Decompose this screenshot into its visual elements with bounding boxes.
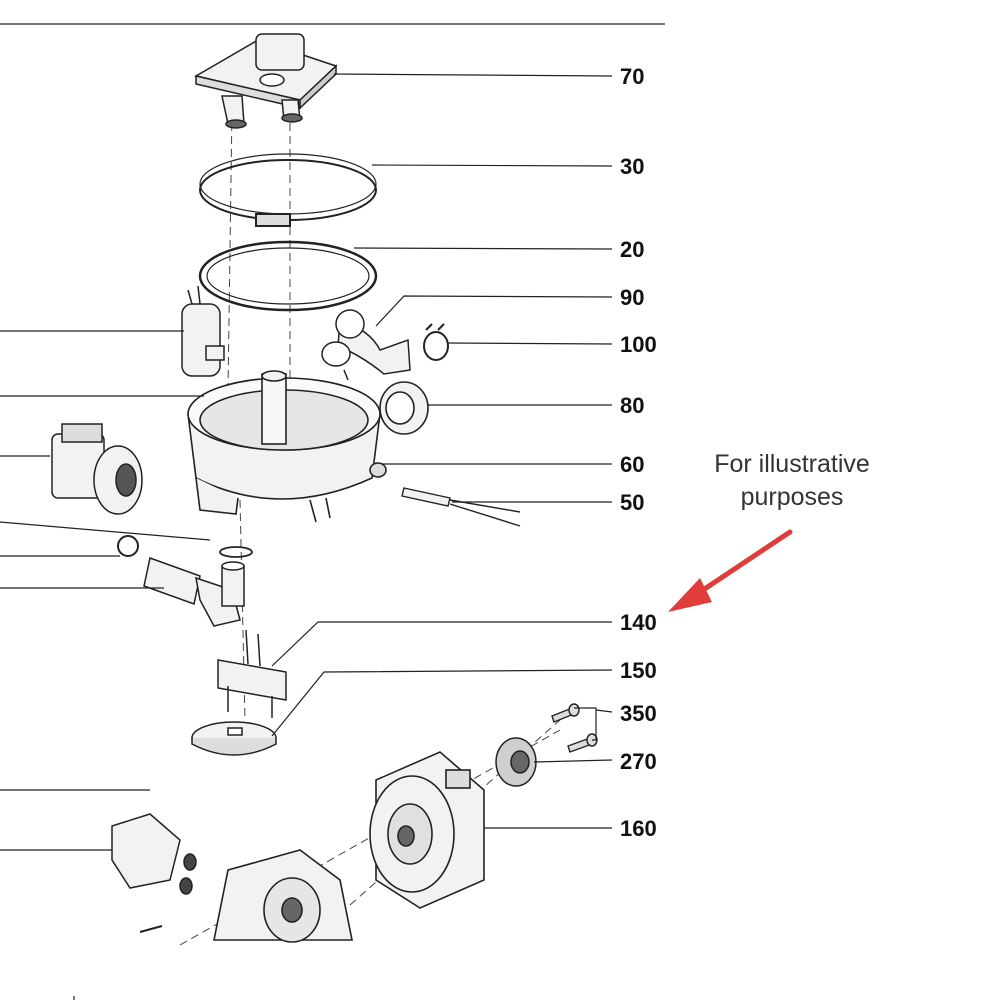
left-leader-lines: [0, 330, 211, 1000]
part-20-seal-ring: [198, 240, 378, 312]
assembly-axis-lines: [179, 109, 561, 946]
left-fan-motor: [51, 423, 143, 515]
callout-20: 20: [620, 237, 644, 262]
callout-90: 90: [620, 285, 644, 310]
left-hose-elbow: [117, 535, 253, 627]
part-50-sensor: [401, 487, 521, 527]
callout-140: 140: [620, 610, 657, 635]
callout-70: 70: [620, 64, 644, 89]
sump-housing: [187, 370, 381, 523]
part-100-clamp: [423, 323, 449, 361]
part-60-grommet: [369, 462, 387, 478]
part-80-seal: [379, 381, 429, 435]
pump-housing: [213, 849, 353, 943]
part-140-bracket: [217, 629, 287, 718]
left-clip-part: [181, 285, 225, 377]
callout-350: 350: [620, 701, 657, 726]
callout-270: 270: [620, 749, 657, 774]
part-30-clamp-ring: [199, 153, 377, 227]
pressure-switch: [111, 813, 197, 933]
right-leader-lines: [271, 73, 613, 829]
callout-30: 30: [620, 154, 644, 179]
callout-50: 50: [620, 490, 644, 515]
note-line-1: For illustrative: [714, 450, 870, 478]
callout-150: 150: [620, 658, 657, 683]
part-160-motor: [369, 751, 485, 909]
callout-labels: 70 30 20 90 100 80 60 50 140 150 350 270…: [620, 64, 657, 841]
note-line-2: purposes: [740, 483, 844, 511]
callout-80: 80: [620, 393, 644, 418]
callout-60: 60: [620, 452, 644, 477]
illustrative-note: For illustrative purposes: [672, 448, 912, 514]
part-350-screws: [551, 703, 598, 753]
part-70-cover: [193, 33, 338, 129]
red-arrow-icon: [668, 529, 793, 612]
callout-160: 160: [620, 816, 657, 841]
part-90-hose: [321, 309, 411, 381]
callout-100: 100: [620, 332, 657, 357]
part-270-hub: [495, 737, 537, 787]
part-150-cap: [191, 721, 277, 756]
